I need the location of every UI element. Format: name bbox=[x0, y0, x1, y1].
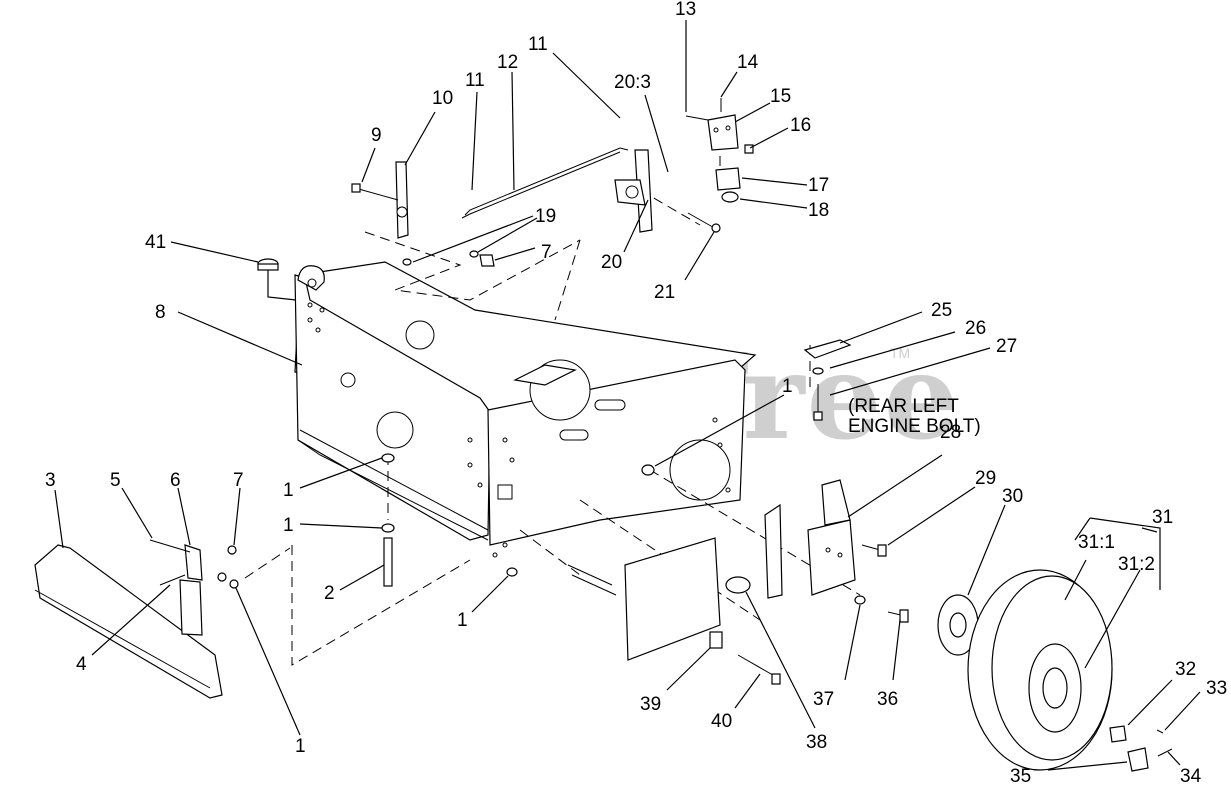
side-guard bbox=[34, 539, 239, 699]
callout-27: 27 bbox=[996, 336, 1017, 357]
callout-32: 32 bbox=[1175, 659, 1196, 680]
callout-4: 4 bbox=[76, 654, 87, 675]
callout-6: 6 bbox=[170, 470, 181, 491]
leader-lines bbox=[54, 20, 1201, 771]
callout-3: 3 bbox=[45, 470, 56, 491]
callout-18: 18 bbox=[808, 200, 829, 221]
callout-9: 9 bbox=[371, 125, 382, 146]
callout-13: 13 bbox=[675, 0, 696, 20]
callout-28: 28 bbox=[940, 422, 961, 443]
callout-15: 15 bbox=[770, 86, 791, 107]
callout-20-3: 20:3 bbox=[614, 72, 651, 93]
callout-1-bottom: 1 bbox=[457, 610, 468, 631]
callout-8: 8 bbox=[155, 302, 166, 323]
callout-11-left: 11 bbox=[465, 70, 485, 91]
callout-34: 34 bbox=[1180, 766, 1202, 787]
callout-26: 26 bbox=[965, 318, 986, 339]
callouts: 13 14 15 16 17 18 11 11 12 10 9 20:3 19 … bbox=[45, 0, 1227, 787]
callout-38: 38 bbox=[806, 732, 827, 753]
axle-assembly bbox=[567, 479, 979, 685]
callout-1-frame: 1 bbox=[782, 376, 793, 397]
callout-7-top: 7 bbox=[541, 242, 552, 263]
callout-35: 35 bbox=[1010, 766, 1031, 787]
bracket-25 bbox=[803, 339, 852, 421]
callout-7-guard: 7 bbox=[233, 470, 244, 491]
callout-29: 29 bbox=[975, 468, 996, 489]
callout-16: 16 bbox=[790, 115, 811, 136]
note-line-1: (REAR LEFT bbox=[848, 396, 959, 417]
callout-21: 21 bbox=[654, 282, 675, 303]
callout-1-lower-nut: 1 bbox=[283, 515, 294, 536]
callout-10: 10 bbox=[432, 88, 453, 109]
note-line-2: ENGINE BOLT) bbox=[848, 416, 981, 437]
callout-31-2: 31:2 bbox=[1118, 554, 1155, 575]
bolt-2 bbox=[381, 453, 655, 587]
callout-12: 12 bbox=[497, 52, 518, 73]
control-linkage bbox=[257, 98, 754, 271]
callout-5: 5 bbox=[110, 470, 121, 491]
callout-33: 33 bbox=[1206, 678, 1227, 699]
callout-14: 14 bbox=[737, 52, 759, 73]
callout-17: 17 bbox=[808, 175, 829, 196]
wheel bbox=[967, 569, 1173, 772]
callout-1-top-nut: 1 bbox=[283, 480, 294, 501]
main-frame bbox=[294, 261, 757, 558]
callout-30: 30 bbox=[1002, 486, 1023, 507]
callout-1-guard: 1 bbox=[295, 736, 306, 757]
callout-41: 41 bbox=[145, 232, 166, 253]
callout-31-1: 31:1 bbox=[1078, 532, 1115, 553]
callout-36: 36 bbox=[877, 689, 898, 710]
callout-37: 37 bbox=[813, 689, 834, 710]
callout-25: 25 bbox=[931, 300, 952, 321]
callout-40: 40 bbox=[711, 711, 732, 732]
callout-19: 19 bbox=[535, 206, 556, 227]
callout-20: 20 bbox=[601, 252, 622, 273]
callout-31: 31 bbox=[1152, 507, 1173, 528]
callout-39: 39 bbox=[640, 694, 661, 715]
callout-2: 2 bbox=[324, 583, 335, 604]
callout-11-right: 11 bbox=[528, 34, 548, 55]
